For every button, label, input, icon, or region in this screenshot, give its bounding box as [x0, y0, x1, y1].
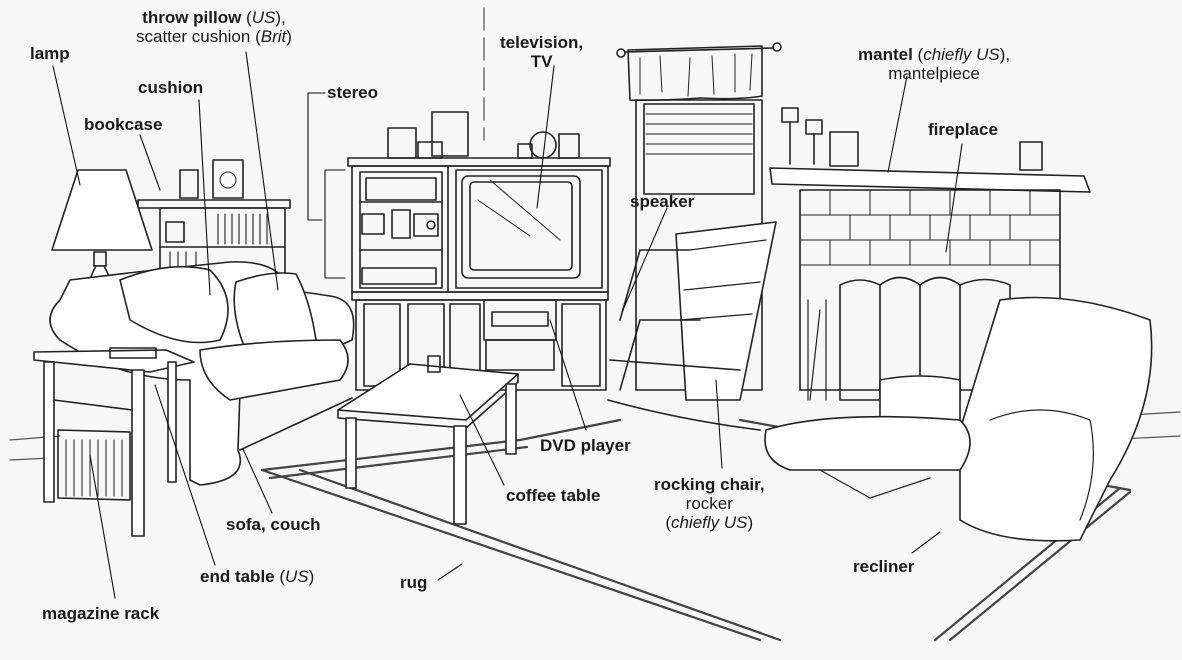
label-coffee-table: coffee table: [506, 486, 600, 505]
label-stereo: stereo: [327, 83, 378, 102]
paren: (: [250, 27, 261, 46]
paren: (: [241, 8, 252, 27]
term-rocker: rocker: [685, 494, 733, 513]
label-rug: rug: [400, 573, 427, 592]
paren: ),: [999, 45, 1011, 64]
region-brit: Brit: [260, 27, 287, 46]
end-table: [33, 347, 195, 537]
sofa: [49, 261, 355, 486]
paren: ),: [275, 8, 286, 27]
region-chiefly-us: chiefly US: [923, 45, 1000, 64]
label-magazine-rack: magazine rack: [42, 604, 159, 623]
term-television: television,: [500, 33, 584, 52]
recliner: [764, 296, 1153, 542]
label-television: television, TV: [500, 33, 583, 71]
paren: (: [665, 513, 671, 532]
label-throw-pillow: throw pillow (US), scatter cushion (Brit…: [136, 8, 292, 46]
paren: ): [308, 567, 315, 586]
term-lamp: lamp: [30, 44, 70, 63]
term-scatter-cushion: scatter cushion: [136, 27, 251, 46]
leader-lines: [52, 51, 963, 599]
label-mantel: mantel (chiefly US), mantelpiece: [858, 45, 1010, 83]
term-dvd-player: DVD player: [540, 436, 631, 455]
paren: (: [912, 45, 924, 64]
paren: ): [747, 513, 754, 532]
paren: ): [286, 27, 292, 46]
term-mantel: mantel: [858, 45, 913, 64]
term-stereo: stereo: [327, 83, 379, 102]
term-magazine-rack: magazine rack: [42, 604, 160, 623]
region-us: US: [251, 8, 276, 27]
label-rocking-chair: rocking chair, rocker (chiefly US): [654, 475, 765, 532]
term-rug: rug: [400, 573, 428, 592]
term-sofa-couch: sofa, couch: [226, 515, 321, 534]
rocking-chair: [607, 221, 777, 431]
term-recliner: recliner: [853, 557, 915, 576]
label-fireplace: fireplace: [928, 120, 998, 139]
term-speaker: speaker: [630, 192, 695, 211]
term-throw-pillow: throw pillow: [142, 8, 242, 27]
coffee-table: [337, 355, 519, 525]
label-cushion: cushion: [138, 78, 203, 97]
term-mantelpiece: mantelpiece: [888, 64, 980, 83]
term-coffee-table: coffee table: [506, 486, 601, 505]
term-cushion: cushion: [138, 78, 204, 97]
label-lamp: lamp: [30, 44, 70, 63]
label-bookcase: bookcase: [84, 115, 162, 134]
term-end-table: end table: [200, 567, 275, 586]
region-chiefly-us: chiefly US: [671, 513, 748, 532]
term-tv: TV: [530, 52, 553, 71]
label-recliner: recliner: [853, 557, 914, 576]
label-end-table: end table (US): [200, 567, 314, 586]
term-rocking-chair: rocking chair,: [654, 475, 765, 494]
label-speaker: speaker: [630, 192, 694, 211]
entertainment-center: [347, 111, 611, 391]
label-dvd-player: DVD player: [540, 436, 631, 455]
term-bookcase: bookcase: [84, 115, 163, 134]
label-sofa: sofa, couch: [226, 515, 320, 534]
region-us: US: [285, 567, 309, 586]
term-fireplace: fireplace: [928, 120, 998, 139]
paren: (: [274, 567, 286, 586]
